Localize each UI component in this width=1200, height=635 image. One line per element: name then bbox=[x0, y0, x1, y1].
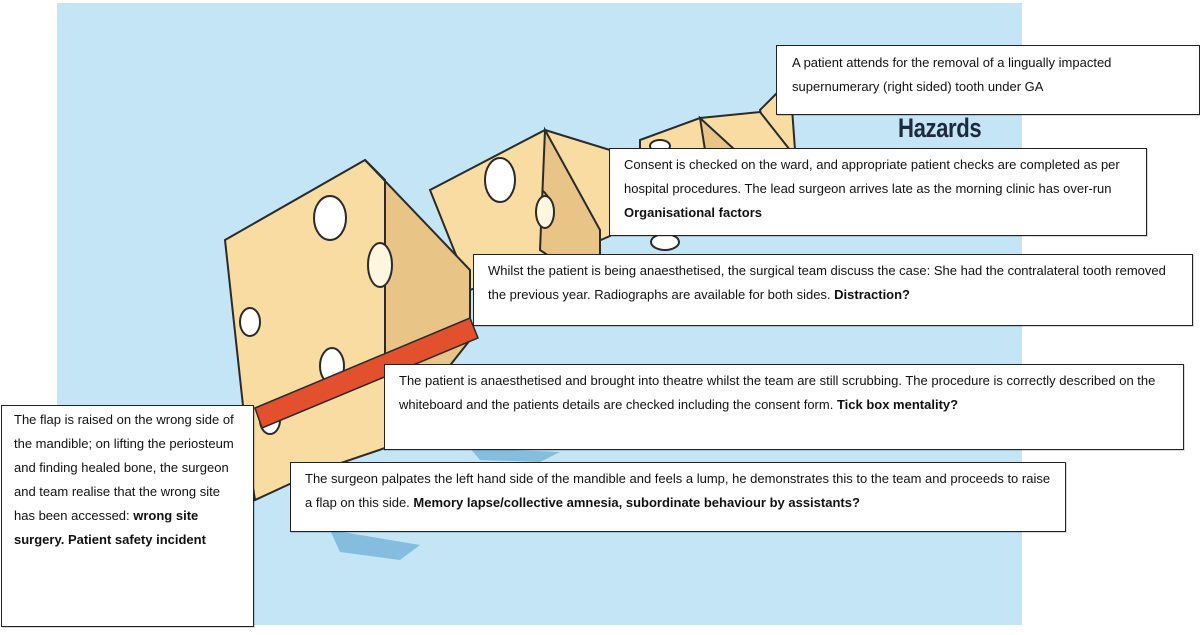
box-text: A patient attends for the removal of a l… bbox=[792, 55, 1112, 94]
scenario-box-anaesthesia: Whilst the patient is being anaesthetise… bbox=[473, 254, 1193, 326]
slice-shadows bbox=[330, 448, 560, 560]
box-hazard-label: Distraction? bbox=[834, 287, 910, 302]
scenario-box-palpation: The surgeon palpates the left hand side … bbox=[290, 462, 1066, 532]
scenario-box-outcome: The flap is raised on the wrong side of … bbox=[1, 405, 254, 627]
box-hazard-label: Organisational factors bbox=[624, 205, 762, 220]
accident-trajectory-arrow bbox=[254, 317, 479, 429]
box-text: The patient is anaesthetised and brought… bbox=[399, 373, 1156, 412]
scenario-box-theatre: The patient is anaesthetised and brought… bbox=[384, 364, 1184, 450]
box-text: The surgeon palpates the left hand side … bbox=[305, 471, 1051, 510]
box-text: Whilst the patient is being anaesthetise… bbox=[488, 263, 1166, 302]
box-hazard-label: Memory lapse/collective amnesia, subordi… bbox=[413, 495, 860, 510]
box-text: Consent is checked on the ward, and appr… bbox=[624, 157, 1120, 196]
cheese-slice-2 bbox=[428, 126, 680, 292]
box-text: The flap is raised on the wrong side of … bbox=[14, 412, 234, 523]
box-hazard-label: Tick box mentality? bbox=[836, 397, 959, 412]
box-hazard-label: wrong site surgery. Patient safety incid… bbox=[14, 508, 206, 547]
hazards-label: Hazards bbox=[898, 113, 982, 143]
scenario-box-patient: A patient attends for the removal of a l… bbox=[776, 45, 1200, 115]
scenario-box-consent: Consent is checked on the ward, and appr… bbox=[609, 148, 1147, 236]
